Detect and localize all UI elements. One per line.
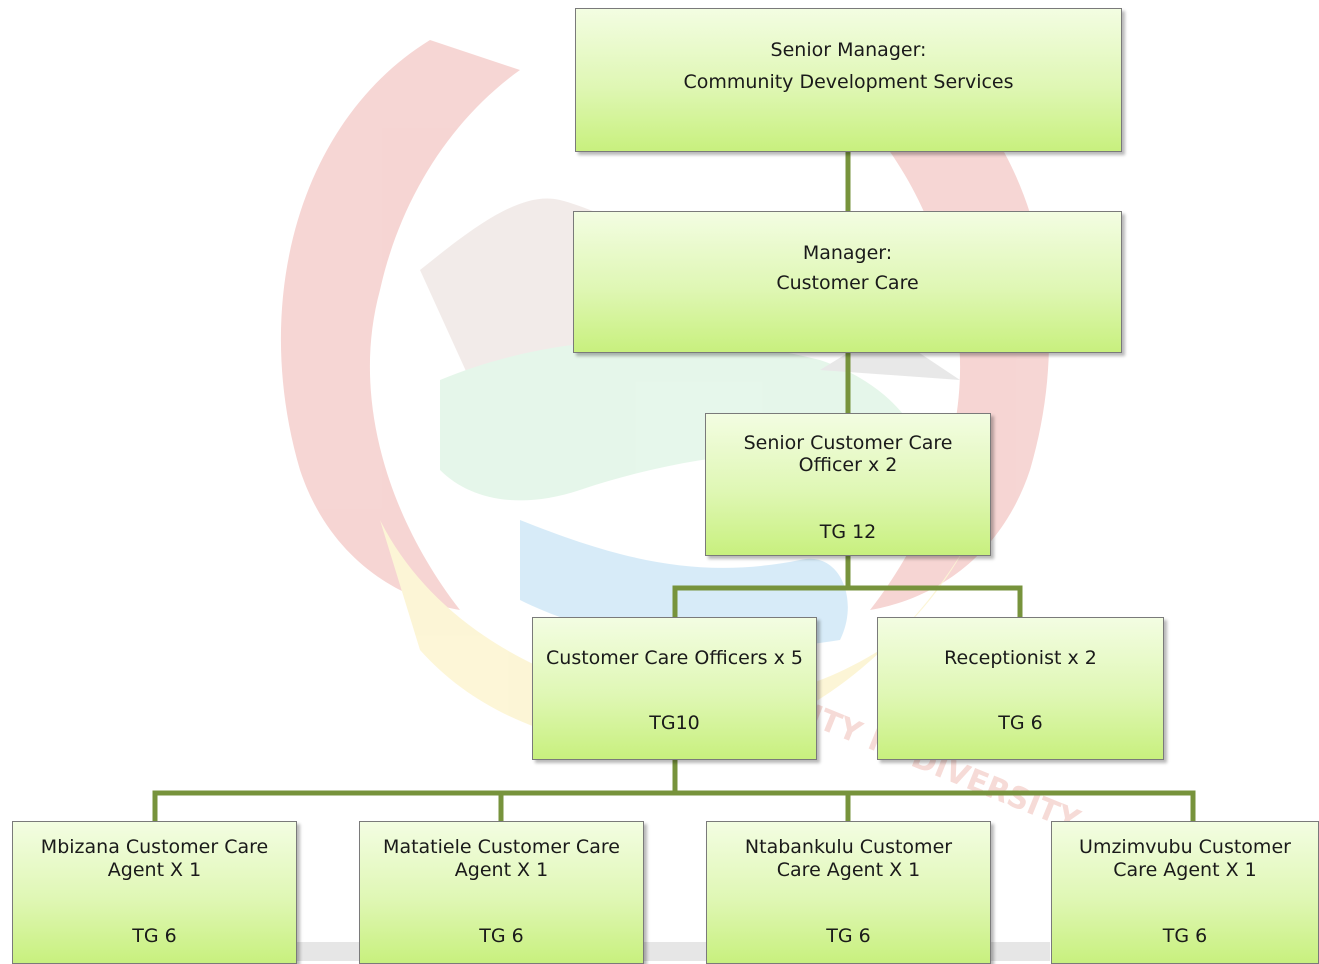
senior-officer-grade: TG 12 <box>819 521 877 543</box>
senior-manager-subtitle: Community Development Services <box>683 71 1014 93</box>
senior-officer-subtitle: Officer x 2 <box>798 454 898 476</box>
manager-title: Manager: <box>802 242 893 264</box>
officers-title: Customer Care Officers x 5 <box>546 647 803 669</box>
manager-subtitle: Customer Care <box>776 272 919 294</box>
box-senior-officer: Senior Customer Care Officer x 2 TG 12 <box>705 413 991 556</box>
senior-officer-title: Senior Customer Care <box>743 432 953 454</box>
ntabankulu-grade: TG 6 <box>826 925 871 947</box>
matatiele-subtitle: Agent X 1 <box>454 859 549 881</box>
matatiele-grade: TG 6 <box>479 925 524 947</box>
box-mbizana-agent: Mbizana Customer Care Agent X 1 TG 6 <box>12 821 297 964</box>
receptionist-title: Receptionist x 2 <box>944 647 1097 669</box>
umzimvubu-grade: TG 6 <box>1162 925 1208 947</box>
box-officers: Customer Care Officers x 5 TG10 <box>532 617 817 760</box>
receptionist-grade: TG 6 <box>998 712 1043 734</box>
connector-officer-branch <box>672 585 1023 617</box>
umzimvubu-subtitle: Care Agent X 1 <box>1113 859 1257 881</box>
officers-grade: TG10 <box>649 712 700 734</box>
ntabankulu-subtitle: Care Agent X 1 <box>776 859 921 881</box>
connector-agent-branch <box>152 790 1196 821</box>
box-senior-manager: Senior Manager: Community Development Se… <box>575 8 1122 152</box>
box-ntabankulu-agent: Ntabankulu Customer Care Agent X 1 TG 6 <box>706 821 991 964</box>
mbizana-title: Mbizana Customer Care <box>40 836 269 858</box>
matatiele-title: Matatiele Customer Care <box>383 836 620 858</box>
mbizana-subtitle: Agent X 1 <box>107 859 202 881</box>
box-matatiele-agent: Matatiele Customer Care Agent X 1 TG 6 <box>359 821 644 964</box>
box-umzimvubu-agent: Umzimvubu Customer Care Agent X 1 TG 6 <box>1051 821 1319 964</box>
box-receptionist: Receptionist x 2 TG 6 <box>877 617 1164 760</box>
mbizana-grade: TG 6 <box>132 925 177 947</box>
ntabankulu-title: Ntabankulu Customer <box>744 836 953 858</box>
senior-manager-title: Senior Manager: <box>770 39 927 61</box>
box-manager: Manager: Customer Care <box>573 211 1122 353</box>
umzimvubu-title: Umzimvubu Customer <box>1079 836 1291 858</box>
